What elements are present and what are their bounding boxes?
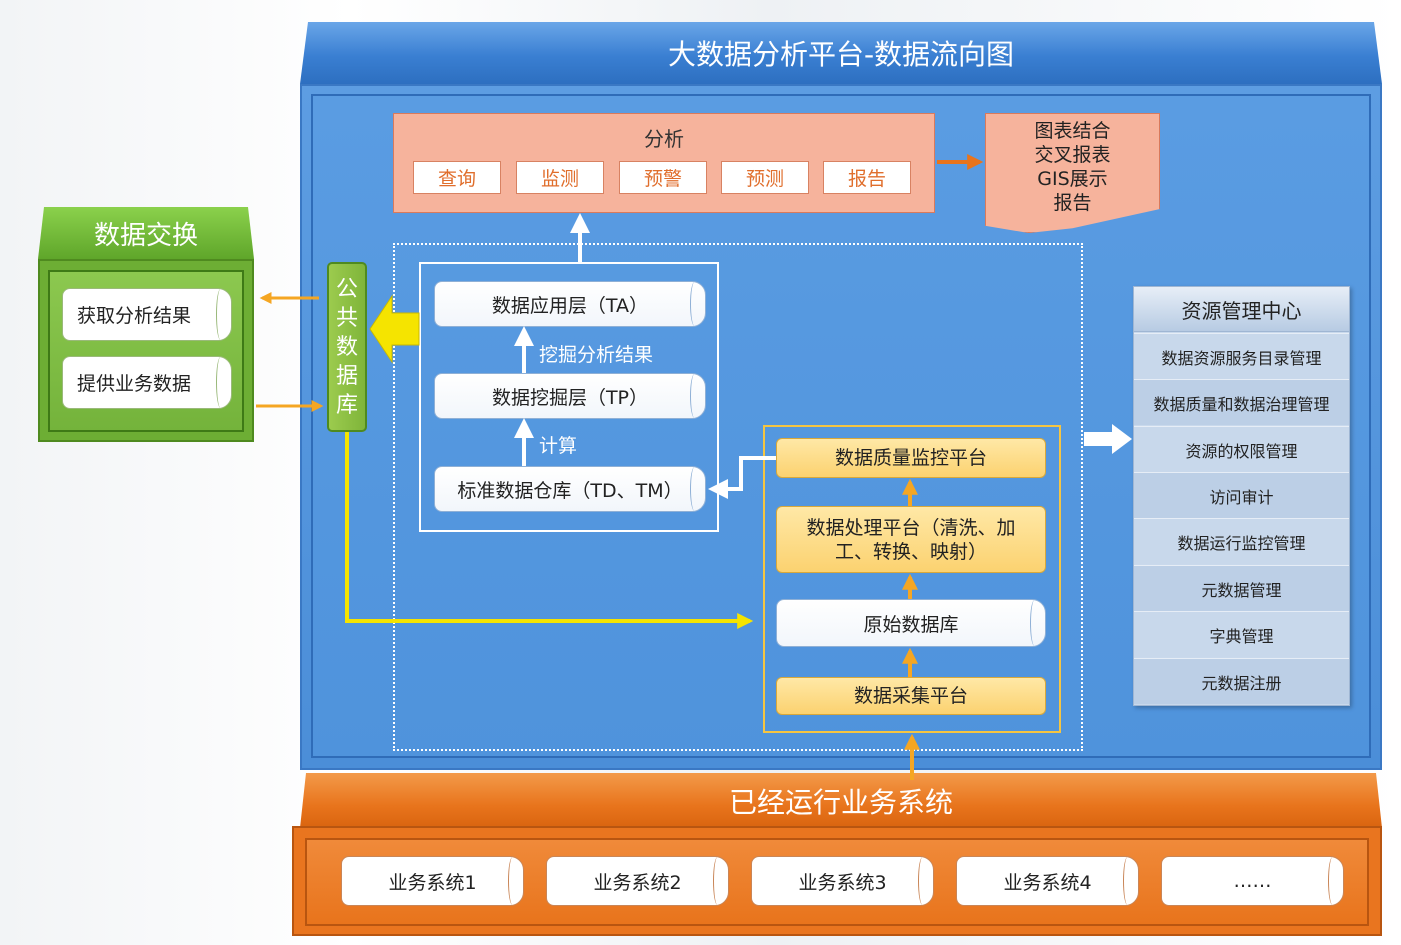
raw-database[interactable]: 原始数据库 <box>776 599 1046 647</box>
layer-ta[interactable]: 数据应用层（TA） <box>434 281 706 327</box>
get-analysis-result-item[interactable]: 获取分析结果 <box>62 288 232 341</box>
quality-monitor-platform[interactable]: 数据质量监控平台 <box>776 438 1046 478</box>
resource-title: 资源管理中心 <box>1133 286 1350 332</box>
platform-header: 大数据分析平台-数据流向图 <box>300 22 1382 84</box>
business-system-item[interactable]: 业务系统3 <box>751 856 934 906</box>
output-line: 交叉报表 <box>1034 144 1111 166</box>
business-title: 已经运行业务系统 <box>728 785 953 819</box>
provide-business-data-item[interactable]: 提供业务数据 <box>62 356 232 409</box>
public-db-char: 公 <box>335 276 358 302</box>
resource-item[interactable]: 字典管理 <box>1134 611 1349 657</box>
business-system-item[interactable]: …… <box>1161 856 1344 906</box>
resource-item[interactable]: 数据质量和数据治理管理 <box>1134 379 1349 425</box>
layer-td[interactable]: 标准数据仓库（TD、TM） <box>434 466 706 512</box>
resource-item[interactable]: 元数据管理 <box>1134 565 1349 611</box>
exchange-header: 数据交换 <box>38 207 254 259</box>
compute-label: 计算 <box>539 435 578 457</box>
exchange-title: 数据交换 <box>93 220 198 251</box>
platform-title: 大数据分析平台-数据流向图 <box>667 38 1015 71</box>
resource-item[interactable]: 数据运行监控管理 <box>1134 518 1349 564</box>
mining-result-label: 挖掘分析结果 <box>539 344 654 366</box>
analysis-title: 分析 <box>644 126 684 151</box>
processing-line: 工、转换、映射） <box>834 540 987 563</box>
layer-tp[interactable]: 数据挖掘层（TP） <box>434 373 706 419</box>
resource-item[interactable]: 资源的权限管理 <box>1134 426 1349 472</box>
warning-button[interactable]: 预警 <box>619 161 707 194</box>
processing-line: 数据处理平台（清洗、加 <box>806 516 1016 539</box>
resource-item[interactable]: 元数据注册 <box>1134 658 1349 704</box>
business-system-item[interactable]: 业务系统1 <box>341 856 524 906</box>
report-button[interactable]: 报告 <box>823 161 911 194</box>
business-system-item[interactable]: 业务系统4 <box>956 856 1139 906</box>
output-document: 图表结合 交叉报表 GIS展示 报告 <box>985 113 1160 233</box>
public-db-char: 共 <box>335 305 358 331</box>
output-line: 报告 <box>1053 192 1092 214</box>
business-system-item[interactable]: 业务系统2 <box>546 856 729 906</box>
output-line: 图表结合 <box>1034 120 1111 142</box>
forecast-button[interactable]: 预测 <box>721 161 809 194</box>
public-db-char: 数 <box>335 334 358 360</box>
processing-frame <box>763 425 1061 733</box>
resource-item[interactable]: 数据资源服务目录管理 <box>1134 333 1349 379</box>
output-line: GIS展示 <box>1037 168 1108 190</box>
public-db-char: 据 <box>335 363 358 389</box>
business-header: 已经运行业务系统 <box>300 773 1382 828</box>
public-database[interactable]: 公 共 数 据 库 <box>327 262 367 432</box>
data-collection-platform[interactable]: 数据采集平台 <box>776 677 1046 715</box>
monitor-button[interactable]: 监测 <box>516 161 604 194</box>
query-button[interactable]: 查询 <box>413 161 501 194</box>
data-processing-platform[interactable]: 数据处理平台（清洗、加 工、转换、映射） <box>776 506 1046 573</box>
public-db-char: 库 <box>335 392 358 418</box>
resource-item[interactable]: 访问审计 <box>1134 472 1349 518</box>
